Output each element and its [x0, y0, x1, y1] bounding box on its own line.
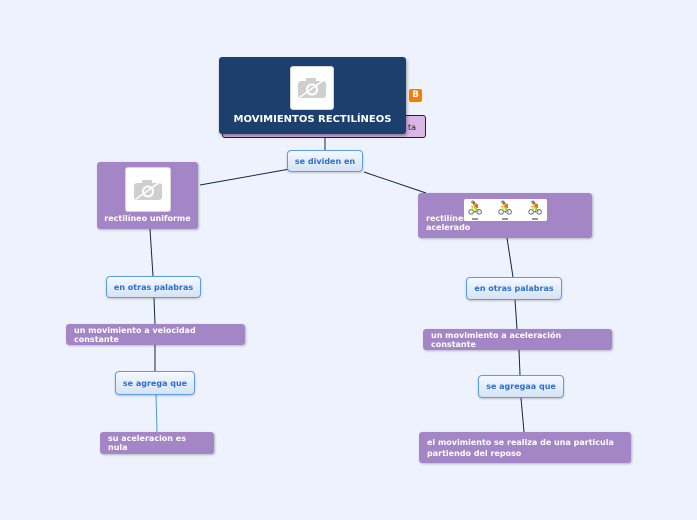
blogger-icon[interactable]: B — [409, 89, 422, 102]
connector-link1-to-desc1 — [153, 297, 156, 325]
desc-aceleracion-nula[interactable]: su aceleracion es nula — [100, 432, 214, 454]
connector-divide-to-acelerado — [363, 171, 427, 194]
link-se-agrega-que[interactable]: se agrega que — [115, 371, 195, 395]
desc-partiendo-del-reposo[interactable]: el movimiento se realiza de una particul… — [419, 432, 631, 463]
topic-rectilineo-acelerado[interactable]: 🚴 🚴 🚴 rectilíneo uniformemente acelerado — [418, 193, 592, 238]
link-se-dividen-en[interactable]: se dividen en — [287, 150, 363, 172]
connector-link2-to-desc2 — [155, 394, 158, 433]
desc-velocidad-constante[interactable]: un movimiento a velocidad constante — [66, 324, 245, 345]
connector-uniforme-to-link1 — [149, 228, 154, 277]
link-label: se dividen en — [294, 156, 356, 166]
photo-icon — [125, 167, 171, 212]
main-topic-title: MOVIMIENTOS RECTILÍNEOS — [233, 114, 392, 125]
connector-link1r-to-desc1r — [514, 299, 518, 330]
connector-desc1r-to-link2r — [518, 349, 521, 376]
link-label: en otras palabras — [474, 284, 554, 293]
connector-divide-to-uniforme — [199, 168, 291, 186]
link-se-agregaa-que[interactable]: se agregaa que — [478, 375, 564, 398]
main-topic-node[interactable]: MOVIMIENTOS RECTILÍNEOS — [219, 57, 406, 134]
photo-icon — [290, 66, 334, 110]
desc-text: un movimiento a velocidad constante — [74, 325, 196, 344]
link-label: en otras palabras — [113, 282, 194, 292]
topic-rectilineo-uniforme[interactable]: rectilíneo uniforme — [97, 162, 198, 229]
connector-acelerado-to-link1 — [506, 237, 514, 278]
bicycle-race-image: 🚴 🚴 🚴 — [464, 199, 547, 221]
hidden-topic-text: ta — [407, 123, 416, 132]
link-label: se agregaa que — [486, 382, 556, 391]
link-label: se agrega que — [122, 378, 188, 388]
desc-aceleracion-constante[interactable]: un movimiento a aceleración constante — [423, 329, 612, 350]
topic-title: rectilíneo uniforme — [104, 214, 191, 223]
link-en-otras-palabras-right[interactable]: en otras palabras — [466, 277, 562, 300]
desc-text: su aceleracion es nula — [108, 434, 186, 452]
connector-link2r-to-desc2r — [520, 397, 525, 433]
link-en-otras-palabras-left[interactable]: en otras palabras — [106, 276, 201, 298]
desc-text: un movimiento a aceleración constante — [431, 330, 562, 349]
desc-text: el movimiento se realiza de una particul… — [427, 437, 614, 458]
